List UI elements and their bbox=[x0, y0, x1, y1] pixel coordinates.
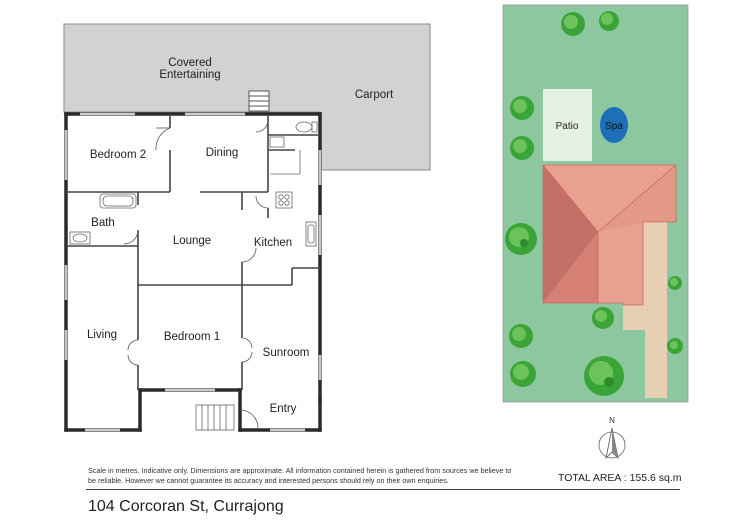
property-address: 104 Corcoran St, Currajong bbox=[88, 498, 284, 515]
footer-divider bbox=[86, 489, 680, 490]
tree bbox=[505, 223, 537, 255]
tree bbox=[592, 307, 614, 329]
tree bbox=[584, 356, 624, 396]
room-label-kitchen: Kitchen bbox=[254, 237, 292, 249]
fixtures bbox=[69, 121, 318, 247]
room-label-sunroom: Sunroom bbox=[263, 347, 310, 359]
spa-label: Spa bbox=[605, 121, 623, 132]
tree bbox=[510, 361, 536, 387]
tree bbox=[509, 324, 533, 348]
tree bbox=[510, 96, 534, 120]
room-label-living: Living bbox=[87, 329, 117, 341]
tree bbox=[668, 276, 682, 290]
room-label-bedroom2: Bedroom 2 bbox=[90, 149, 146, 161]
back-steps bbox=[248, 90, 270, 112]
tree bbox=[510, 136, 534, 160]
site-plan: Patio Spa bbox=[502, 4, 689, 460]
windows bbox=[64, 112, 322, 432]
room-label-dining: Dining bbox=[206, 147, 239, 159]
house-floor bbox=[66, 114, 320, 430]
doors bbox=[123, 119, 269, 429]
covered-entertaining-label-2: Entertaining bbox=[159, 69, 220, 81]
driveway-texture bbox=[629, 239, 661, 391]
tree bbox=[561, 12, 585, 36]
tree bbox=[599, 11, 619, 31]
north-arrow-icon: N bbox=[598, 416, 626, 460]
carport-label: Carport bbox=[355, 89, 394, 101]
floor-plan: Covered Entertaining Carport bbox=[63, 23, 431, 432]
house-roof bbox=[542, 164, 677, 306]
tree bbox=[667, 338, 683, 354]
spa bbox=[600, 107, 628, 143]
driveway bbox=[623, 222, 667, 398]
patio bbox=[543, 89, 592, 161]
trees bbox=[505, 11, 683, 396]
room-label-entry: Entry bbox=[270, 403, 297, 415]
room-label-lounge: Lounge bbox=[173, 235, 211, 247]
front-steps bbox=[195, 404, 235, 431]
window-frames bbox=[64, 112, 322, 432]
patio-label: Patio bbox=[556, 121, 579, 132]
interior-walls bbox=[66, 114, 320, 390]
disclaimer-text: Scale in metres. Indicative only. Dimens… bbox=[88, 466, 512, 485]
total-area: TOTAL AREA : 155.6 sq.m bbox=[558, 472, 682, 484]
room-label-bedroom1: Bedroom 1 bbox=[164, 331, 220, 343]
north-label: N bbox=[609, 416, 615, 425]
covered-entertaining-label-1: Covered bbox=[168, 57, 211, 69]
room-label-bath: Bath bbox=[91, 217, 115, 229]
